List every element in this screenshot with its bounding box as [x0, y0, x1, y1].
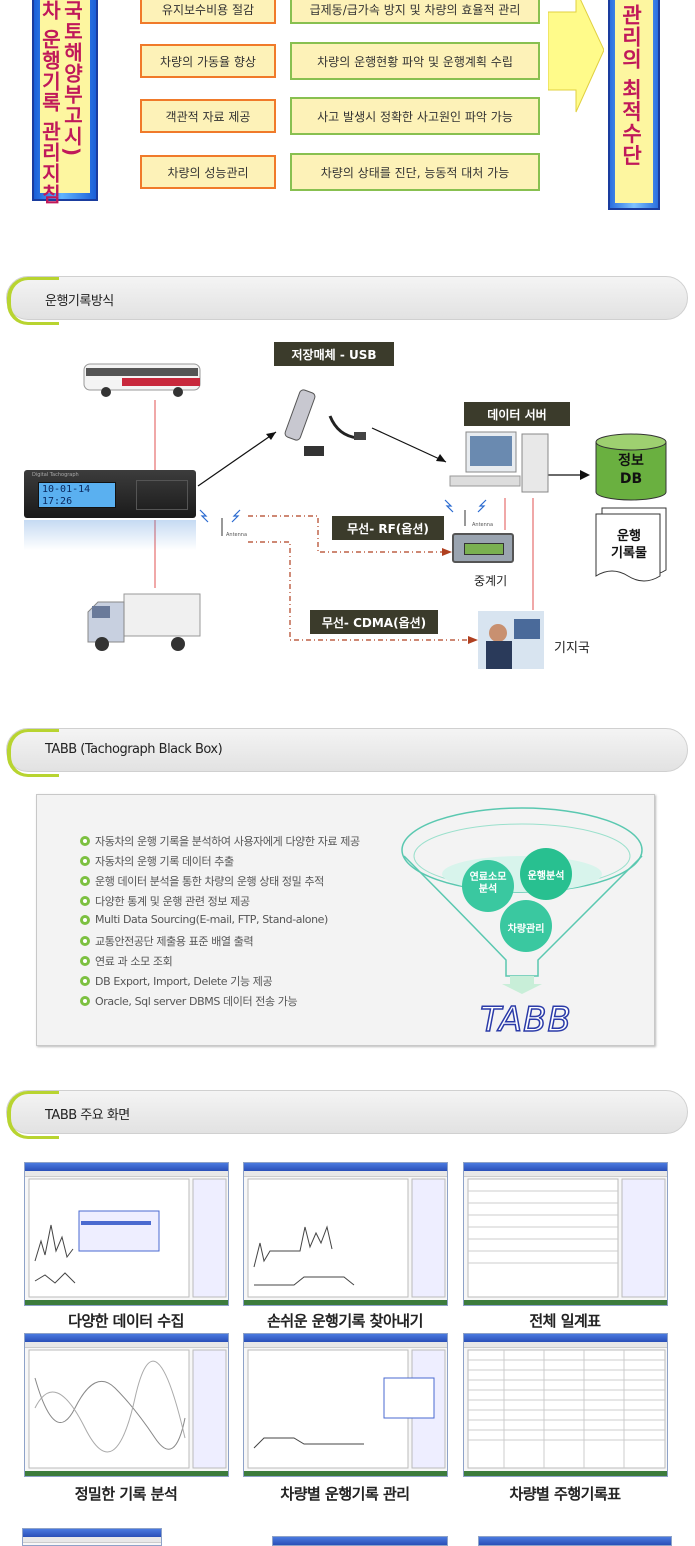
feature-item: 운행 데이터 분석을 통한 차량의 운행 상태 정밀 추적: [80, 873, 324, 889]
bullet-icon: [80, 976, 90, 986]
caption-precise-analysis: 정밀한 기록 분석: [74, 1485, 178, 1503]
section-title: TABB 주요 화면: [45, 1108, 130, 1123]
database-icon: [595, 433, 667, 501]
feature-text: 연료 과 소모 조회: [95, 955, 173, 968]
bullet-icon: [80, 836, 90, 846]
base-station-label: 기지국: [554, 641, 590, 656]
bullet-icon: [80, 956, 90, 966]
bullet-icon: [80, 876, 90, 886]
bullet-icon: [80, 856, 90, 866]
caption-vehicle-trip-table: 차량별 주행기록표: [509, 1485, 621, 1503]
db-line1: 정보: [618, 453, 644, 469]
feature-item: 교통안전공단 제출용 표준 배열 출력: [80, 933, 254, 949]
base-station-photo: [478, 611, 544, 669]
device-reflection: [24, 520, 196, 550]
rf-label: 무선- RF(옵션): [332, 516, 444, 540]
server-label: 데이터 서버: [464, 402, 570, 426]
document-icon: [595, 507, 667, 582]
screenshot-daily-summary[interactable]: [463, 1162, 668, 1306]
bullet-icon: [80, 896, 90, 906]
screenshot-data-collection[interactable]: [24, 1162, 229, 1306]
circle-operation-analysis: 운행분석: [527, 871, 565, 882]
feature-text: Multi Data Sourcing(E-mail, FTP, Stand-a…: [95, 913, 328, 926]
benefit-box-2: 차량의 가동율 향상: [140, 44, 276, 78]
bullet-icon: [80, 936, 90, 946]
antenna-label-1: Antenna: [226, 532, 248, 538]
section-title: 운행기록방식: [45, 294, 114, 309]
feature-item: DB Export, Import, Delete 기능 제공: [80, 973, 273, 989]
left-banner-text-1: 국토해양부고시): [60, 0, 84, 158]
benefit-box-4: 차량의 성능관리: [140, 155, 276, 189]
records-line2: 기록물: [611, 546, 647, 561]
caption-daily-summary: 전체 일계표: [529, 1312, 601, 1330]
device-date: 10-01-14: [42, 484, 91, 495]
detail-box-4: 차량의 상태를 진단, 능동적 대처 가능: [290, 153, 540, 191]
records-label: 운행 기록물: [596, 528, 662, 562]
screenshot-vehicle-records[interactable]: [243, 1333, 448, 1477]
left-banner-text-2: 차 운행기록 관리지침: [38, 0, 62, 205]
detail-box-2: 차량의 운행현황 파악 및 운행계획 수립: [290, 42, 540, 80]
relay-device: [452, 533, 514, 563]
circle-vehicle-management: 차량관리: [507, 924, 545, 935]
screenshot-precise-analysis[interactable]: [24, 1333, 229, 1477]
section-header-tabb: TABB (Tachograph Black Box): [6, 728, 688, 777]
device-time: 17:26: [42, 496, 73, 507]
usb-icon: [284, 389, 366, 456]
feature-item: 자동차의 운행 기록 데이터 추출: [80, 853, 234, 869]
database-label: 정보 DB: [594, 452, 668, 488]
feature-item: 연료 과 소모 조회: [80, 953, 173, 969]
feature-text: DB Export, Import, Delete 기능 제공: [95, 975, 273, 988]
circle-fuel-analysis: 연료소모 분석: [469, 872, 507, 895]
detail-box-3: 사고 발생시 정확한 사고원인 파악 가능: [290, 97, 540, 135]
feature-text: 다양한 통계 및 운행 관련 정보 제공: [95, 895, 250, 908]
screenshot-partial-2[interactable]: [272, 1536, 448, 1546]
section-header-recording: 운행기록방식: [6, 276, 688, 325]
feature-item: 자동차의 운행 기록을 분석하여 사용자에게 다양한 자료 제공: [80, 833, 360, 849]
benefit-box-3: 객관적 자료 제공: [140, 99, 276, 133]
usb-label: 저장매체 - USB: [274, 342, 394, 366]
right-banner: [608, 0, 660, 210]
truck-icon: [87, 593, 201, 651]
screenshot-record-search[interactable]: [243, 1162, 448, 1306]
feature-text: 운행 데이터 분석을 통한 차량의 운행 상태 정밀 추적: [95, 875, 324, 888]
caption-vehicle-records: 차량별 운행기록 관리: [280, 1485, 410, 1503]
server-icon: [449, 431, 549, 493]
tabb-features-panel: [36, 794, 655, 1046]
connection-lines: [154, 400, 590, 644]
antenna-label-2: Antenna: [472, 522, 494, 528]
records-line1: 운행: [617, 529, 641, 544]
bullet-icon: [80, 914, 90, 925]
bullet-icon: [80, 996, 90, 1006]
feature-text: Oracle, Sql server DBMS 데이터 전송 가능: [95, 995, 298, 1008]
bus-icon: [83, 363, 201, 397]
tabb-logo: TABB: [479, 999, 572, 1041]
feature-text: 자동차의 운행 기록 데이터 추출: [95, 855, 234, 868]
left-banner: [32, 0, 98, 201]
funnel-graphic: [401, 807, 643, 994]
db-line2: DB: [619, 471, 643, 487]
feature-text: 자동차의 운행 기록을 분석하여 사용자에게 다양한 자료 제공: [95, 835, 360, 848]
right-arrow-icon: [548, 0, 604, 113]
section-header-screens: TABB 주요 화면: [6, 1090, 688, 1139]
right-banner-text: 관리의 최적수단: [619, 4, 643, 167]
device-brand: Digital Tachograph: [32, 472, 79, 478]
feature-item: 다양한 통계 및 운행 관련 정보 제공: [80, 893, 250, 909]
screenshot-partial-1[interactable]: [22, 1528, 162, 1546]
caption-record-search: 손쉬운 운행기록 찾아내기: [267, 1312, 423, 1330]
feature-text: 교통안전공단 제출용 표준 배열 출력: [95, 935, 254, 948]
screenshot-partial-3[interactable]: [478, 1536, 672, 1546]
screenshot-vehicle-trip-table[interactable]: [463, 1333, 668, 1477]
feature-item: Oracle, Sql server DBMS 데이터 전송 가능: [80, 993, 298, 1009]
caption-data-collection: 다양한 데이터 수집: [68, 1312, 184, 1330]
device-display: 10-01-14 17:26: [38, 482, 116, 508]
benefit-box-1: 유지보수비용 절감: [140, 0, 276, 24]
tachograph-device: 10-01-14 17:26 Digital Tachograph: [24, 470, 196, 518]
benefits-diagram: 국토해양부고시) 차 운행기록 관리지침 유지보수비용 절감 급제동/급가속 방…: [0, 0, 695, 215]
detail-box-1: 급제동/급가속 방지 및 차량의 효율적 관리: [290, 0, 540, 24]
relay-label: 중계기: [474, 574, 508, 588]
section-title: TABB (Tachograph Black Box): [45, 742, 223, 757]
feature-item: Multi Data Sourcing(E-mail, FTP, Stand-a…: [80, 913, 328, 926]
cdma-label: 무선- CDMA(옵션): [310, 610, 438, 634]
